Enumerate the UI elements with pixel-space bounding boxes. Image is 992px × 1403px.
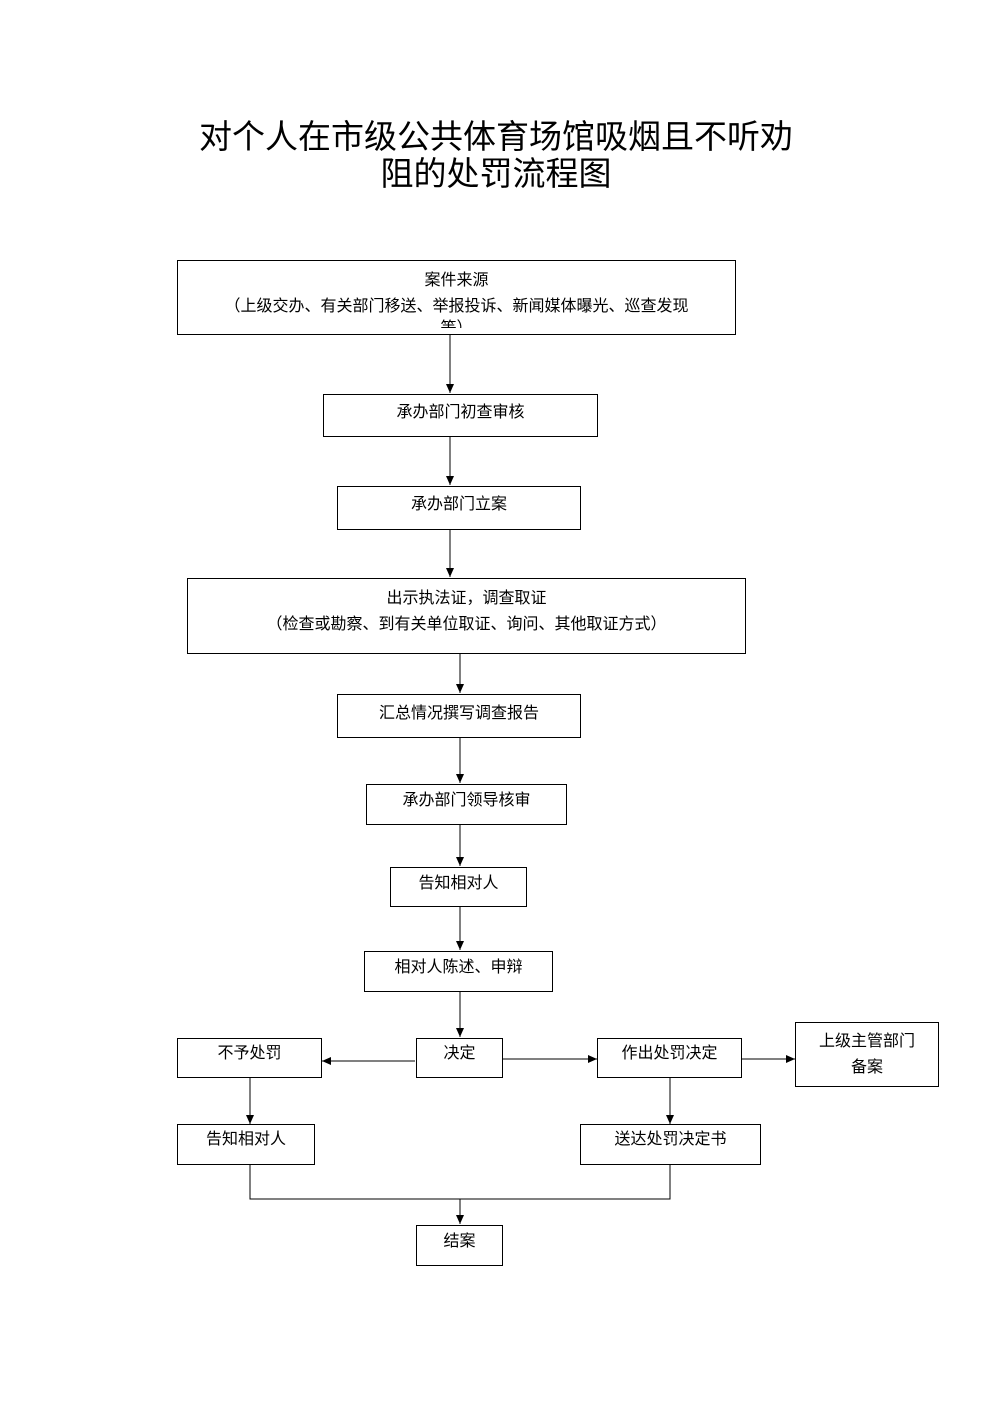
initial-review-box: 承办部门初查审核 xyxy=(323,394,598,437)
notify-party-2-label: 告知相对人 xyxy=(205,1129,286,1148)
merge-line xyxy=(249,1164,671,1200)
notify-party-label: 告知相对人 xyxy=(418,873,499,892)
superior-record-line1: 上级主管部门 xyxy=(818,1031,915,1050)
page-title-continued: 阻的处罚流程图 xyxy=(380,154,612,193)
no-penalty-box: 不予处罚 xyxy=(177,1038,322,1078)
investigate-detail: （检查或勘察、到有关单位取证、询问、其他取证方式） xyxy=(266,614,667,633)
case-source-detail: （上级交办、有关部门移送、举报投诉、新闻媒体曝光、巡查发现 xyxy=(224,296,689,315)
close-case-box: 结案 xyxy=(416,1225,503,1266)
leader-review-label: 承办部门领导核审 xyxy=(402,790,531,809)
investigate-box: 出示执法证，调查取证 （检查或勘察、到有关单位取证、询问、其他取证方式） xyxy=(187,578,746,654)
investigate-label: 出示执法证，调查取证 xyxy=(386,588,547,607)
notify-party-2-box: 告知相对人 xyxy=(177,1124,315,1165)
report-label: 汇总情况撰写调查报告 xyxy=(378,703,539,722)
case-source-label: 案件来源 xyxy=(424,270,489,289)
deliver-decision-label: 送达处罚决定书 xyxy=(614,1129,727,1148)
penalty-decision-label: 作出处罚决定 xyxy=(621,1043,718,1062)
case-source-box: 案件来源 （上级交办、有关部门移送、举报投诉、新闻媒体曝光、巡查发现 等） xyxy=(177,260,736,335)
case-source-overflow: 等） xyxy=(440,318,473,328)
file-case-box: 承办部门立案 xyxy=(337,486,581,530)
decision-box: 决定 xyxy=(416,1038,503,1078)
superior-record-line2: 备案 xyxy=(850,1057,883,1076)
statement-label: 相对人陈述、申辩 xyxy=(394,957,523,976)
file-case-label: 承办部门立案 xyxy=(410,494,507,513)
penalty-decision-box: 作出处罚决定 xyxy=(597,1038,742,1078)
statement-box: 相对人陈述、申辩 xyxy=(364,951,553,992)
close-case-label: 结案 xyxy=(443,1231,476,1250)
notify-party-box: 告知相对人 xyxy=(390,867,527,907)
decision-label: 决定 xyxy=(443,1043,476,1062)
no-penalty-label: 不予处罚 xyxy=(217,1043,282,1062)
superior-record-box: 上级主管部门 备案 xyxy=(795,1022,939,1087)
leader-review-box: 承办部门领导核审 xyxy=(366,784,567,825)
page-title: 对个人在市级公共体育场馆吸烟且不听劝 xyxy=(199,117,793,156)
deliver-decision-box: 送达处罚决定书 xyxy=(580,1124,761,1165)
report-box: 汇总情况撰写调查报告 xyxy=(337,694,581,738)
initial-review-label: 承办部门初查审核 xyxy=(396,402,525,421)
